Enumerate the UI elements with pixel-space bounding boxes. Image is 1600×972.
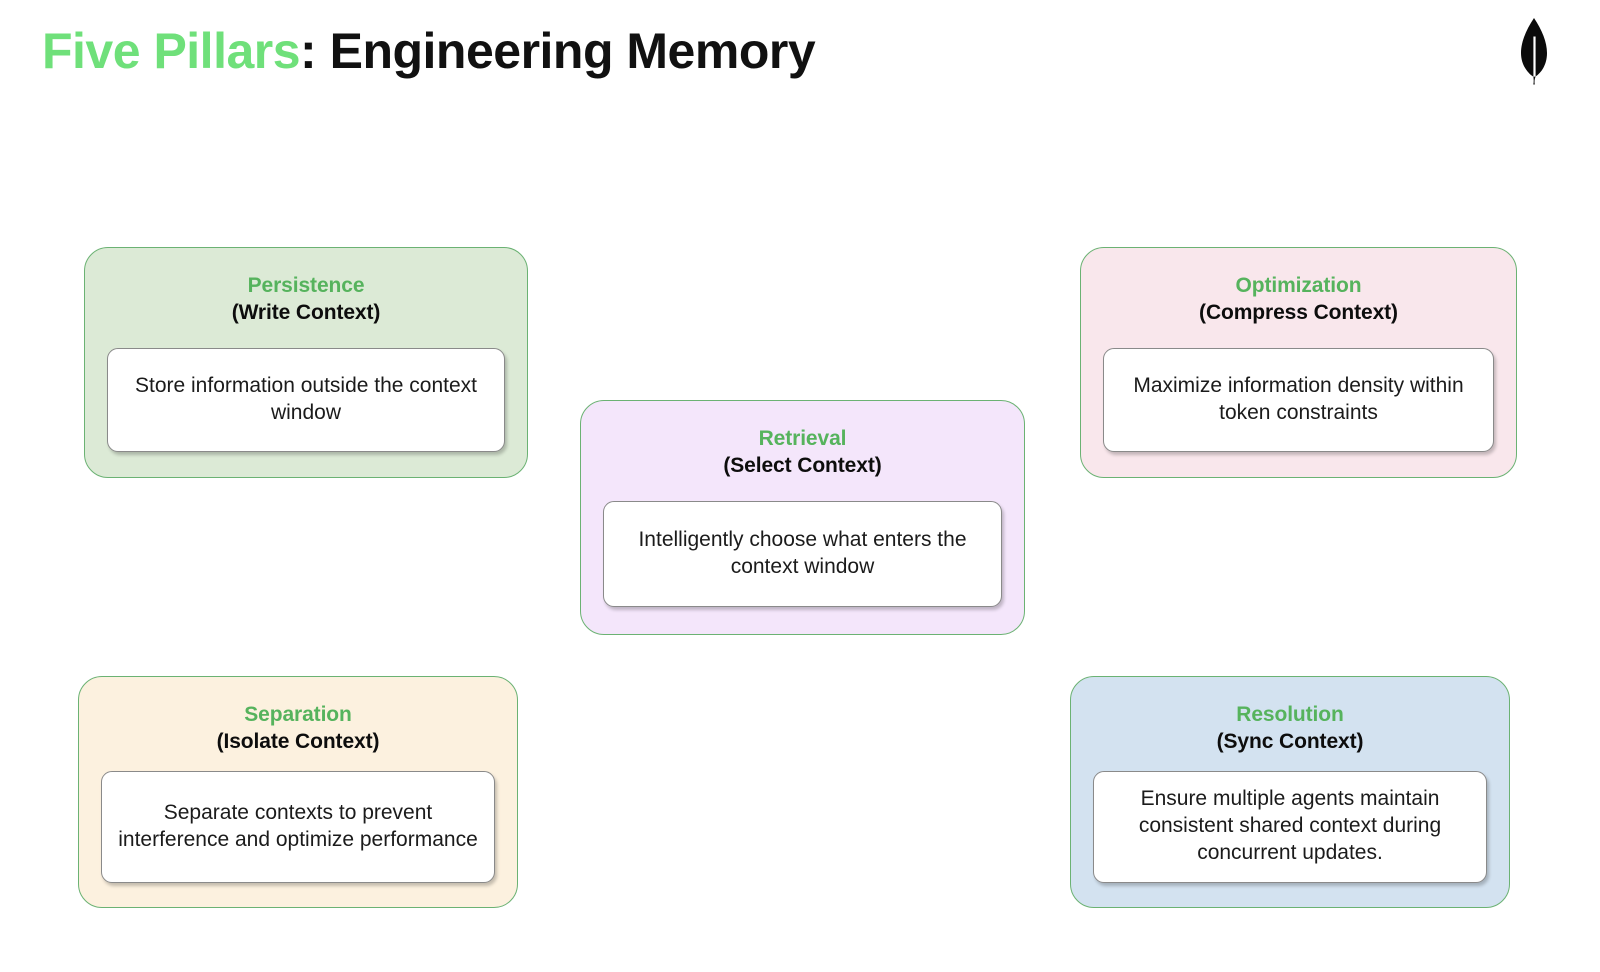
pillar-subtitle: (Sync Context) (1216, 729, 1364, 753)
pillar-description: Store information outside the context wi… (134, 373, 478, 424)
pillar-title: Separation (244, 703, 352, 726)
pillar-card-retrieval: Retrieval (Select Context) Intelligently… (580, 400, 1025, 635)
pillar-title: Resolution (1236, 703, 1344, 726)
pillar-description: Maximize information density within toke… (1133, 373, 1464, 424)
pillar-description: Ensure multiple agents maintain consiste… (1138, 787, 1442, 864)
pillar-title: Optimization (1235, 274, 1362, 297)
page-title: Five Pillars: Engineering Memory (42, 23, 816, 79)
pillar-description-box: Ensure multiple agents maintain consiste… (1093, 770, 1487, 883)
pillar-subtitle: (Isolate Context) (216, 729, 380, 753)
pillar-description-box: Maximize information density within toke… (1103, 347, 1494, 452)
pillar-subtitle: (Write Context) (231, 300, 381, 324)
pillar-card-persistence: Persistence (Write Context) Store inform… (84, 247, 528, 478)
pillar-description-box: Separate contexts to prevent interferenc… (101, 770, 495, 883)
pillar-card-separation: Separation (Isolate Context) Separate co… (78, 676, 518, 908)
pillar-title: Persistence (247, 274, 365, 297)
pillar-subtitle: (Select Context) (723, 453, 882, 477)
page-title-main: : Engineering Memory (300, 23, 816, 79)
pillar-description-box: Store information outside the context wi… (107, 347, 505, 452)
pillar-subtitle: (Compress Context) (1199, 300, 1398, 324)
pillar-description: Intelligently choose what enters the con… (638, 527, 967, 578)
pillar-title: Retrieval (758, 427, 847, 450)
mongodb-leaf-icon (1512, 16, 1556, 86)
pillar-description: Separate contexts to prevent interferenc… (118, 800, 478, 851)
pillar-card-optimization: Optimization (Compress Context) Maximize… (1080, 247, 1517, 478)
pillar-description-box: Intelligently choose what enters the con… (603, 500, 1002, 607)
page-title-accent: Five Pillars (42, 23, 301, 79)
pillar-card-resolution: Resolution (Sync Context) Ensure multipl… (1070, 676, 1510, 908)
